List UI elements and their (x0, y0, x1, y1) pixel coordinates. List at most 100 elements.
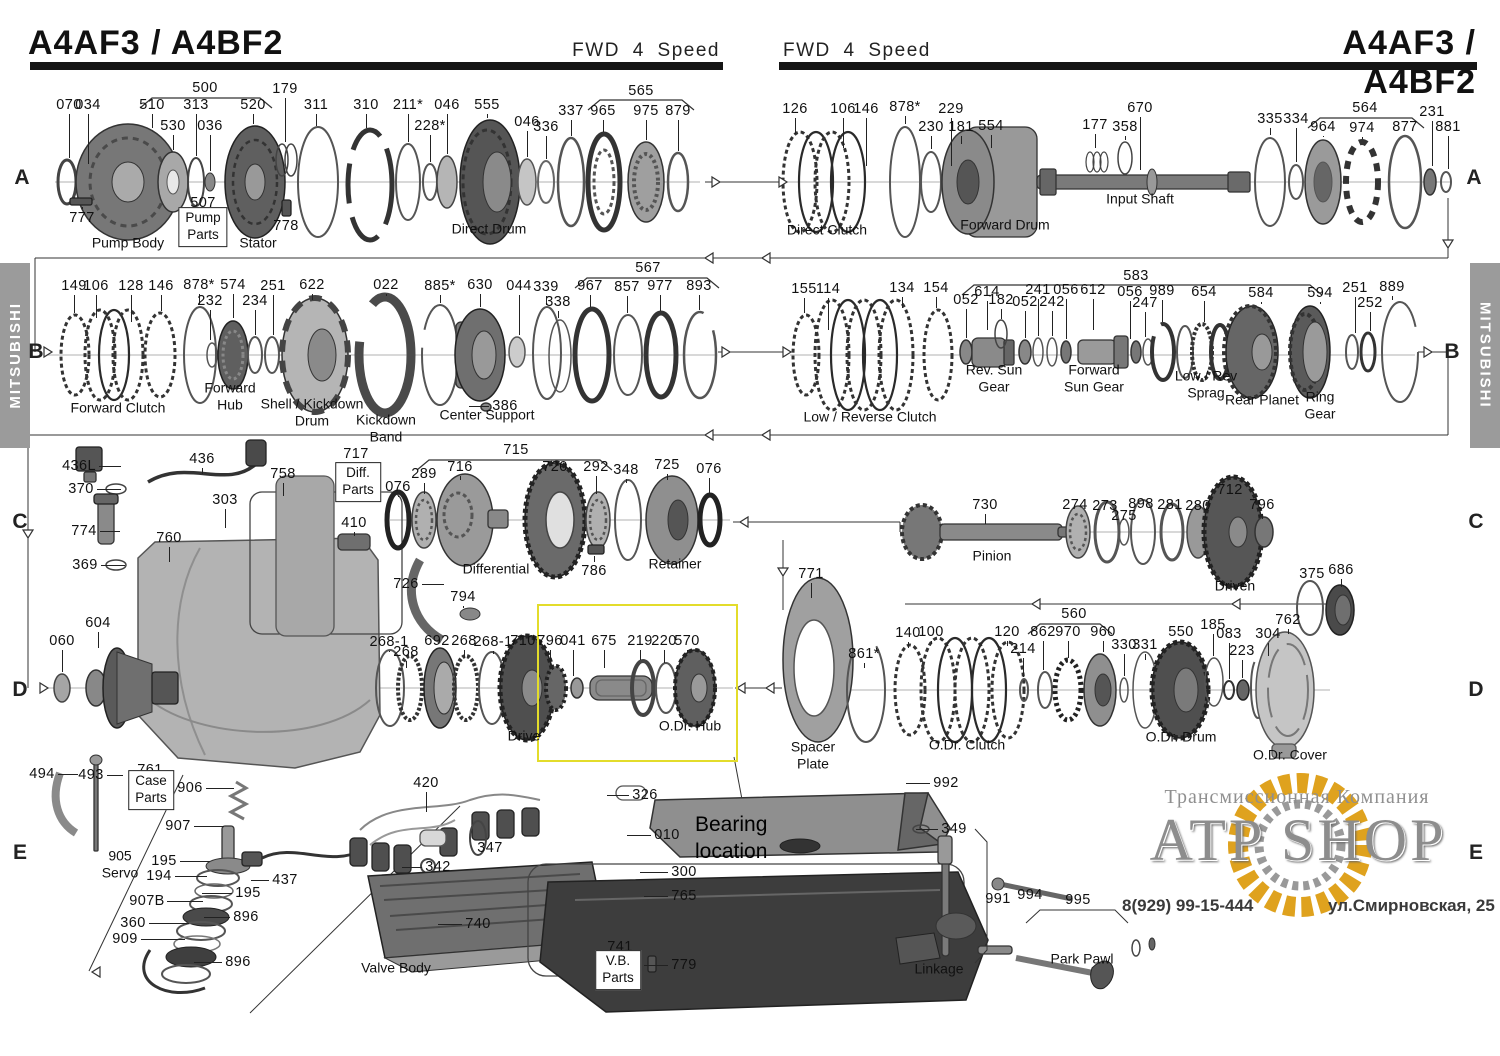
leader-line (173, 135, 174, 150)
part-number-label: 974 (1349, 120, 1375, 136)
page-title-left: A4AF3 / A4BF2 (28, 24, 284, 62)
bearing-location-annotation: Bearing location (695, 813, 768, 863)
part-number-label: 574 (220, 277, 246, 293)
part-number-label: 909 (112, 931, 138, 947)
part-number-label: 358 (1112, 119, 1138, 135)
leader-line (99, 466, 122, 467)
leader-line (1095, 134, 1096, 148)
part-number-label: 970 (1055, 624, 1081, 640)
component-caption: Low / Reverse Clutch (803, 408, 937, 425)
part-number-label: 126 (782, 101, 808, 117)
flow-arrow-icon (1230, 597, 1241, 611)
part-number-label: 360 (120, 915, 146, 931)
leader-line (603, 120, 604, 132)
part-number-label: 960 (1090, 624, 1116, 640)
part-number-label: 740 (465, 916, 491, 932)
part-number-label: 907B (129, 893, 165, 909)
part-number-label: 194 (146, 868, 172, 884)
part-number-label: 056 (1053, 282, 1079, 298)
leader-line (366, 114, 367, 128)
leader-line (480, 294, 481, 307)
leader-line (1370, 312, 1371, 331)
leader-line (174, 876, 207, 877)
leader-line (167, 901, 204, 902)
leader-line (626, 479, 627, 483)
part-number-label: 326 (632, 787, 658, 803)
leader-line (811, 583, 812, 598)
leader-line (1145, 654, 1146, 660)
part-number-label: 964 (1310, 119, 1336, 135)
component-caption: Direct Drum (451, 220, 527, 237)
leader-line (469, 406, 490, 407)
leader-line (828, 298, 829, 330)
part-number-label: 965 (590, 103, 616, 119)
leader-line (447, 114, 448, 154)
brand-sidebar-right: MITSUBISHI (1470, 263, 1500, 448)
leader-line (408, 114, 409, 142)
part-number-label: 896 (233, 909, 259, 925)
leader-line (546, 136, 547, 159)
part-number-label: 304 (1255, 626, 1281, 642)
part-number-label: 796 (1249, 497, 1275, 513)
part-number-label: 334 (1283, 111, 1309, 127)
part-number-label: 612 (1080, 282, 1106, 298)
brand-sidebar-left: MITSUBISHI (0, 263, 30, 448)
part-number-label: 232 (197, 293, 223, 309)
component-caption: Shell / Kickdown Drum (260, 395, 364, 428)
part-number-label: 275 (1111, 508, 1137, 524)
leader-line (1323, 136, 1324, 137)
part-number-label: 494 (29, 766, 55, 782)
leader-line (1103, 641, 1104, 652)
component-caption: Differential (462, 560, 530, 577)
part-number-label: 386 (492, 398, 518, 414)
leader-line (98, 632, 99, 648)
part-number-label: 347 (477, 840, 503, 856)
part-number-label: 994 (1017, 887, 1043, 903)
part-number-label: 052 (1012, 294, 1038, 310)
leader-line (169, 547, 170, 562)
leader-line (1181, 641, 1182, 644)
part-number-label: 375 (1299, 566, 1325, 582)
part-number-label: 584 (1248, 285, 1274, 301)
part-number-label: 881 (1435, 119, 1461, 135)
component-caption: Drive (507, 727, 541, 744)
part-number-label: 034 (75, 97, 101, 113)
leader-line (573, 650, 574, 676)
leader-line (225, 509, 226, 528)
part-number-label: 149 (61, 278, 87, 294)
component-caption: Forward Clutch (70, 399, 166, 416)
leader-line (627, 835, 652, 836)
leader-line (627, 296, 628, 313)
row-letter-right: E (1468, 841, 1484, 864)
part-number-label: 896 (225, 954, 251, 970)
component-caption: Center Support (439, 406, 535, 423)
part-number-label: 331 (1132, 637, 1158, 653)
part-number-label: 234 (242, 293, 268, 309)
part-number-label: 710 (510, 633, 536, 649)
leader-line (1038, 299, 1039, 336)
part-number-label: 335 (1257, 111, 1283, 127)
part-number-label: 510 (139, 97, 165, 113)
part-number-label: 878* (183, 277, 215, 293)
part-number-label: 670 (1127, 100, 1153, 116)
leader-line (312, 294, 313, 300)
part-number-label: 195 (151, 853, 177, 869)
leader-line (283, 483, 284, 496)
leader-line (196, 114, 197, 156)
leader-line (354, 532, 355, 536)
leader-line (440, 295, 441, 303)
part-number-label: 195 (235, 885, 261, 901)
group-bracket-label: 500 (192, 80, 218, 96)
leader-line (936, 297, 937, 308)
leader-line (426, 792, 427, 812)
component-caption: Forward Hub (204, 379, 256, 412)
part-number-label: 520 (240, 97, 266, 113)
component-caption: 905 Servo (101, 847, 139, 880)
part-number-label: 076 (385, 479, 411, 495)
leader-line (199, 294, 200, 305)
leader-line (864, 663, 865, 668)
flow-arrow-icon (735, 681, 746, 695)
leader-line (402, 867, 423, 868)
part-number-label: 177 (1082, 117, 1108, 133)
part-number-label: 989 (1149, 283, 1175, 299)
